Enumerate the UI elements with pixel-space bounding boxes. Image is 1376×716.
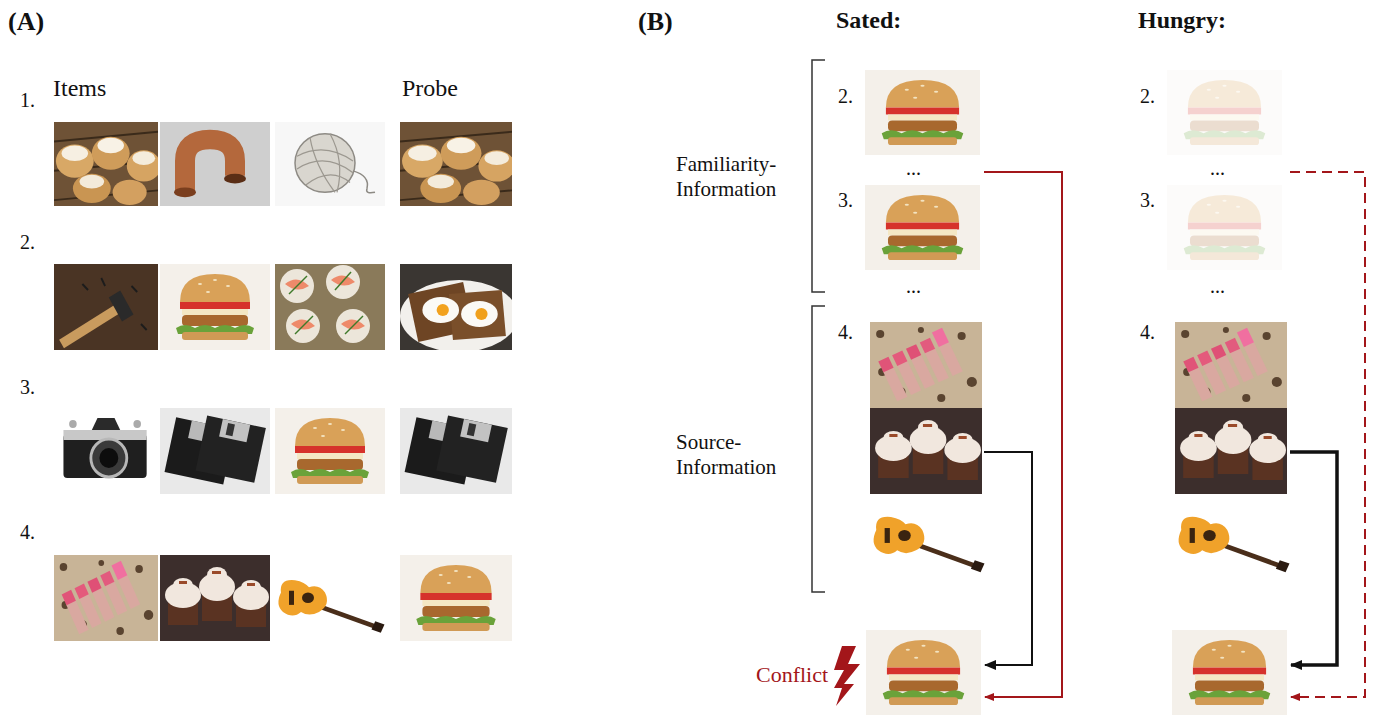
hungry-images xyxy=(1167,70,1289,715)
burger-photo xyxy=(400,555,512,641)
condition-heading: Hungry: xyxy=(1138,6,1226,35)
ellipsis: ... xyxy=(1210,274,1225,298)
burger-photo xyxy=(1167,70,1282,155)
trial-number: 4. xyxy=(1140,320,1155,344)
burger-photo xyxy=(1167,185,1282,270)
camera-photo xyxy=(54,408,158,494)
burger-photo xyxy=(275,408,385,494)
ellipsis: ... xyxy=(1210,156,1225,180)
familiarity-arrow xyxy=(984,172,1062,697)
item-images xyxy=(54,122,518,641)
panel-label: (A) xyxy=(8,6,44,37)
row-number: 3. xyxy=(20,375,35,399)
faded-images xyxy=(1167,70,1282,270)
cupcake-photo xyxy=(870,408,982,494)
cream-puff-photo xyxy=(54,122,161,206)
ellipsis: ... xyxy=(906,274,921,298)
eggs-photo xyxy=(400,264,518,352)
pipe-photo xyxy=(160,122,270,206)
row-number: 4. xyxy=(20,520,35,544)
probe-burger-photo xyxy=(1172,630,1287,715)
trial-number: 4. xyxy=(838,320,853,344)
column-heading: Items xyxy=(53,74,106,103)
familiarity-arrow-dashed xyxy=(1290,172,1365,697)
probe-burger-photo xyxy=(866,630,981,715)
column-heading: Probe xyxy=(402,74,458,103)
guitar-photo xyxy=(874,517,985,573)
trial-number: 2. xyxy=(1140,84,1155,108)
guitar-photo xyxy=(278,580,384,633)
cream-puff-photo xyxy=(400,122,515,206)
lipstick-photo xyxy=(870,322,982,408)
sated-images xyxy=(865,70,984,715)
trial-number: 3. xyxy=(1140,188,1155,212)
burger-photo xyxy=(160,264,270,350)
conflict-label: Conflict xyxy=(756,662,828,688)
lipstick-photo xyxy=(54,555,158,641)
bracket-label: Familiarity- Information xyxy=(676,152,804,202)
bracket-label: Source- Information xyxy=(676,430,804,480)
lipstick-photo xyxy=(1175,322,1287,408)
trial-number: 3. xyxy=(838,188,853,212)
cupcake-photo xyxy=(160,555,270,641)
condition-heading: Sated: xyxy=(836,6,901,35)
twine-photo xyxy=(275,122,385,206)
burger-photo xyxy=(865,70,980,155)
conflict-lightning xyxy=(834,646,860,706)
panel-label: (B) xyxy=(638,6,673,37)
source-arrow-strong xyxy=(1290,452,1337,665)
row-number: 1. xyxy=(20,88,35,112)
floppy-photo xyxy=(400,408,512,494)
guitar-photo xyxy=(1179,517,1290,573)
hammer-photo xyxy=(54,264,158,350)
ellipsis: ... xyxy=(906,156,921,180)
source-arrow xyxy=(984,452,1032,665)
bracket xyxy=(812,60,825,292)
bracket xyxy=(812,306,825,592)
burger-photo xyxy=(865,185,980,270)
canape-photo xyxy=(275,264,385,350)
trial-number: 2. xyxy=(838,84,853,108)
cupcake-photo xyxy=(1175,408,1287,494)
floppy-photo xyxy=(160,408,270,494)
row-number: 2. xyxy=(20,230,35,254)
